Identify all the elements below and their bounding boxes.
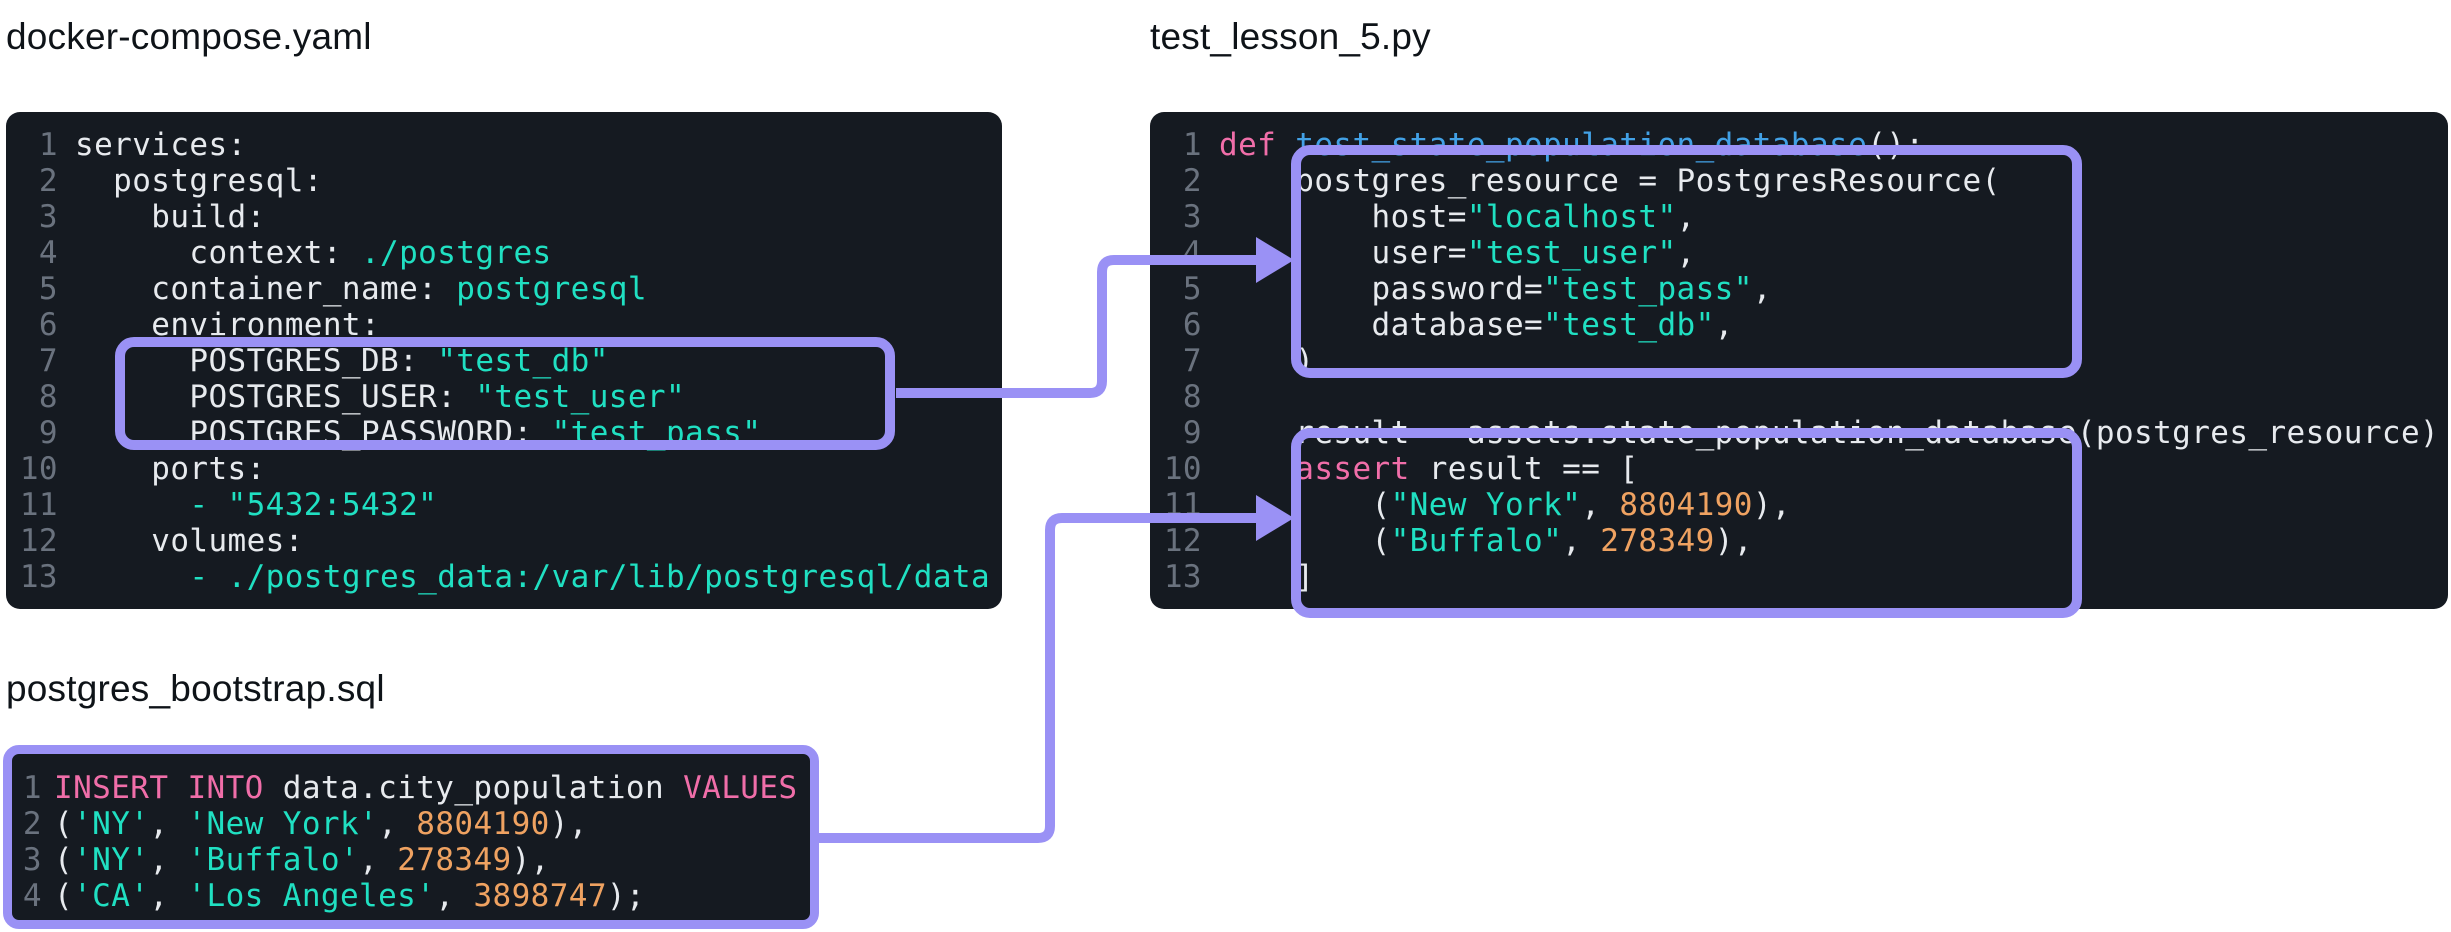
code-text: database="test_db", — [1219, 307, 1734, 343]
code-line: 2 postgres_resource = PostgresResource( — [1162, 163, 2448, 199]
code-line: 8 POSTGRES_USER: "test_user" — [18, 379, 1002, 415]
code-text: context: ./postgres — [75, 235, 552, 271]
code-text: build: — [75, 199, 266, 235]
code-text: - ./postgres_data:/var/lib/postgresql/da… — [189, 559, 991, 595]
line-number: 11 — [1163, 487, 1202, 523]
code-text: result = assets.state_population_databas… — [1219, 415, 2440, 451]
code-line: 1 INSERT INTO data.city_population VALUES — [20, 770, 810, 806]
line-number: 3 — [22, 842, 42, 878]
line-number: 3 — [38, 199, 58, 235]
code-text: - "5432:5432" — [189, 487, 438, 523]
code-text: ports: — [75, 451, 266, 487]
line-number: 2 — [38, 163, 58, 199]
line-number: 12 — [19, 523, 58, 559]
code-line: 10 ports: — [18, 451, 1002, 487]
code-text: ('CA', 'Los Angeles', 3898747); — [54, 878, 646, 914]
code-line: 5 password="test_pass", — [1162, 271, 2448, 307]
code-text: POSTGRES_PASSWORD: "test_pass" — [75, 415, 762, 451]
code-text: POSTGRES_USER: "test_user" — [75, 379, 686, 415]
line-number: 9 — [38, 415, 58, 451]
code-text: ] — [1219, 559, 1315, 595]
code-line: 11 ("New York", 8804190), — [1162, 487, 2448, 523]
code-text: password="test_pass", — [1219, 271, 1772, 307]
code-line: 4 ('CA', 'Los Angeles', 3898747); — [20, 878, 810, 914]
code-text: container_name: postgresql — [75, 271, 647, 307]
code-line: 3 host="localhost", — [1162, 199, 2448, 235]
code-line: 4 context: ./postgres — [18, 235, 1002, 271]
code-line: 10 assert result == [ — [1162, 451, 2448, 487]
code-block-test-lesson: 1 def test_state_population_database():2 … — [1150, 112, 2448, 609]
code-line: 3 ('NY', 'Buffalo', 278349), — [20, 842, 810, 878]
line-number: 4 — [38, 235, 58, 271]
code-text: services: — [75, 127, 247, 163]
code-text: ('NY', 'Buffalo', 278349), — [54, 842, 550, 878]
code-text: ("New York", 8804190), — [1219, 487, 1791, 523]
line-number: 6 — [38, 307, 58, 343]
code-text: def test_state_population_database(): — [1219, 127, 1925, 163]
code-text: environment: — [75, 307, 381, 343]
code-line: 12 volumes: — [18, 523, 1002, 559]
file-title-test-lesson: test_lesson_5.py — [1150, 16, 1431, 57]
line-number: 7 — [38, 343, 58, 379]
code-text: ('NY', 'New York', 8804190), — [54, 806, 588, 842]
code-line: 1 def test_state_population_database(): — [1162, 127, 2448, 163]
code-line: 8 — [1162, 379, 2448, 415]
code-text: ("Buffalo", 278349), — [1219, 523, 1753, 559]
line-number: 2 — [1182, 163, 1202, 199]
code-line: 12 ("Buffalo", 278349), — [1162, 523, 2448, 559]
line-number: 9 — [1182, 415, 1202, 451]
line-number: 7 — [1182, 343, 1202, 379]
code-line: 6 database="test_db", — [1162, 307, 2448, 343]
code-line: 7 POSTGRES_DB: "test_db" — [18, 343, 1002, 379]
code-line: 2 ('NY', 'New York', 8804190), — [20, 806, 810, 842]
line-number: 5 — [1182, 271, 1202, 307]
code-block-bootstrap-sql: 1 INSERT INTO data.city_population VALUES… — [3, 745, 819, 929]
line-number: 10 — [19, 451, 58, 487]
code-line: 6 environment: — [18, 307, 1002, 343]
code-text: INSERT INTO data.city_population VALUES — [54, 770, 798, 806]
line-number: 8 — [1182, 379, 1202, 415]
line-number: 2 — [22, 806, 42, 842]
code-text: ) — [1219, 343, 1315, 379]
line-number: 8 — [38, 379, 58, 415]
line-number: 13 — [19, 559, 58, 595]
code-text: assert result == [ — [1295, 451, 1639, 487]
line-number: 6 — [1182, 307, 1202, 343]
code-line: 13 ] — [1162, 559, 2448, 595]
line-number: 1 — [1182, 127, 1202, 163]
code-text: user="test_user", — [1219, 235, 1696, 271]
line-number: 3 — [1182, 199, 1202, 235]
line-number: 1 — [22, 770, 42, 806]
code-text: postgres_resource = PostgresResource( — [1219, 163, 2001, 199]
code-text: postgresql: — [75, 163, 323, 199]
code-line: 9 result = assets.state_population_datab… — [1162, 415, 2448, 451]
line-number: 11 — [19, 487, 58, 523]
line-number: 4 — [22, 878, 42, 914]
code-line: 5 container_name: postgresql — [18, 271, 1002, 307]
code-line: 9 POSTGRES_PASSWORD: "test_pass" — [18, 415, 1002, 451]
file-title-docker-compose: docker-compose.yaml — [6, 16, 372, 57]
code-line: 13 - ./postgres_data:/var/lib/postgresql… — [18, 559, 1002, 595]
line-number: 10 — [1163, 451, 1202, 487]
line-number: 1 — [38, 127, 58, 163]
code-text: POSTGRES_DB: "test_db" — [75, 343, 609, 379]
code-line: 11 - "5432:5432" — [18, 487, 1002, 523]
file-title-bootstrap-sql: postgres_bootstrap.sql — [6, 668, 385, 709]
line-number: 13 — [1163, 559, 1202, 595]
code-line: 1 services: — [18, 127, 1002, 163]
code-line: 7 ) — [1162, 343, 2448, 379]
line-number: 4 — [1182, 235, 1202, 271]
line-number: 5 — [38, 271, 58, 307]
code-text: volumes: — [75, 523, 304, 559]
code-line: 2 postgresql: — [18, 163, 1002, 199]
line-number: 12 — [1163, 523, 1202, 559]
code-line: 4 user="test_user", — [1162, 235, 2448, 271]
code-line: 3 build: — [18, 199, 1002, 235]
code-text: host="localhost", — [1219, 199, 1696, 235]
